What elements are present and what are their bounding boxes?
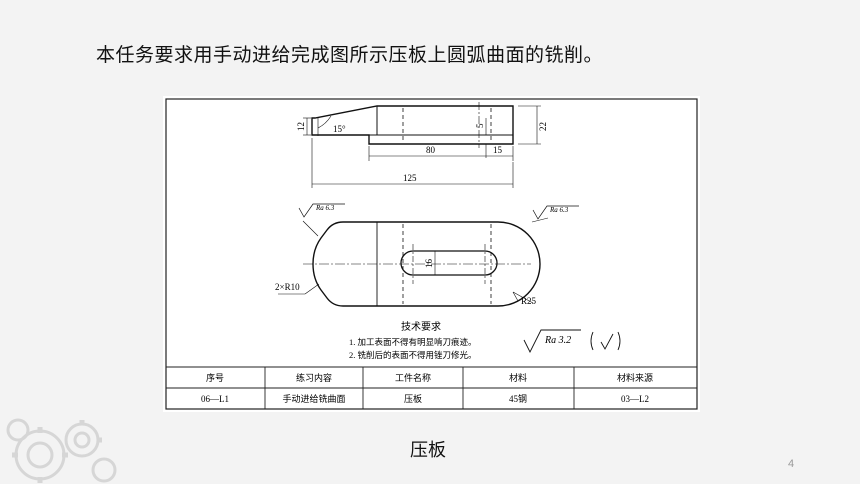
roughness-label-left: Ra 6.3 [315,204,335,212]
technical-drawing: 12 15° 5 22 80 15 125 16 2×R10 R25 Ra 6.… [163,96,700,412]
general-roughness-label: Ra 3.2 [544,335,571,346]
figure-caption: 压板 [410,440,446,461]
title-block-value-index: 06—L1 [201,394,229,404]
front-view [311,102,514,148]
general-roughness-symbol [523,329,621,354]
roughness-symbol-left [298,203,345,218]
dim-length-80: 80 [426,145,436,155]
top-view-dimensions [278,217,549,304]
instruction-text: 本任务要求用手动进给完成图所示压板上圆弧曲面的铣削。 [96,44,604,66]
title-block-value-workpiece: 压板 [404,393,422,404]
title-block-value-content: 手动进给铣曲面 [282,393,345,404]
drawing-border [165,98,698,410]
decorative-gears [6,418,117,483]
roughness-symbol-right [532,205,579,220]
dim-slot-depth-5: 5 [475,123,485,128]
dim-slot-width-16: 16 [424,259,434,269]
top-view [303,221,541,307]
title-block [166,366,697,409]
front-view-dimensions [303,105,541,188]
dim-angle-15: 15° [333,124,346,134]
roughness-label-right: Ra 6.3 [549,206,569,214]
tech-req-item-1: 1. 加工表面不得有明显啃刀痕迹。 [349,337,477,347]
title-block-header-content: 练习内容 [296,372,332,383]
title-block-value-source: 03—L2 [621,394,649,404]
dim-length-125: 125 [403,173,417,183]
tech-req-title: 技术要求 [401,320,441,333]
dim-length-15: 15 [493,145,503,155]
page-number: 4 [788,458,795,470]
title-block-header-index: 序号 [206,372,224,383]
title-block-header-source: 材料来源 [617,372,653,383]
title-block-header-material: 材料 [509,372,527,383]
drawing-paper [163,96,700,412]
tech-req-item-2: 2. 铣削后的表面不得用锉刀修光。 [349,350,477,360]
dim-height-12: 12 [296,122,306,131]
dim-height-22: 22 [538,122,548,131]
dim-radius-2xr10: 2×R10 [275,282,300,292]
title-block-value-material: 45钢 [509,393,527,404]
title-block-header-workpiece: 工件名称 [395,372,431,383]
dim-radius-r25: R25 [521,296,537,306]
